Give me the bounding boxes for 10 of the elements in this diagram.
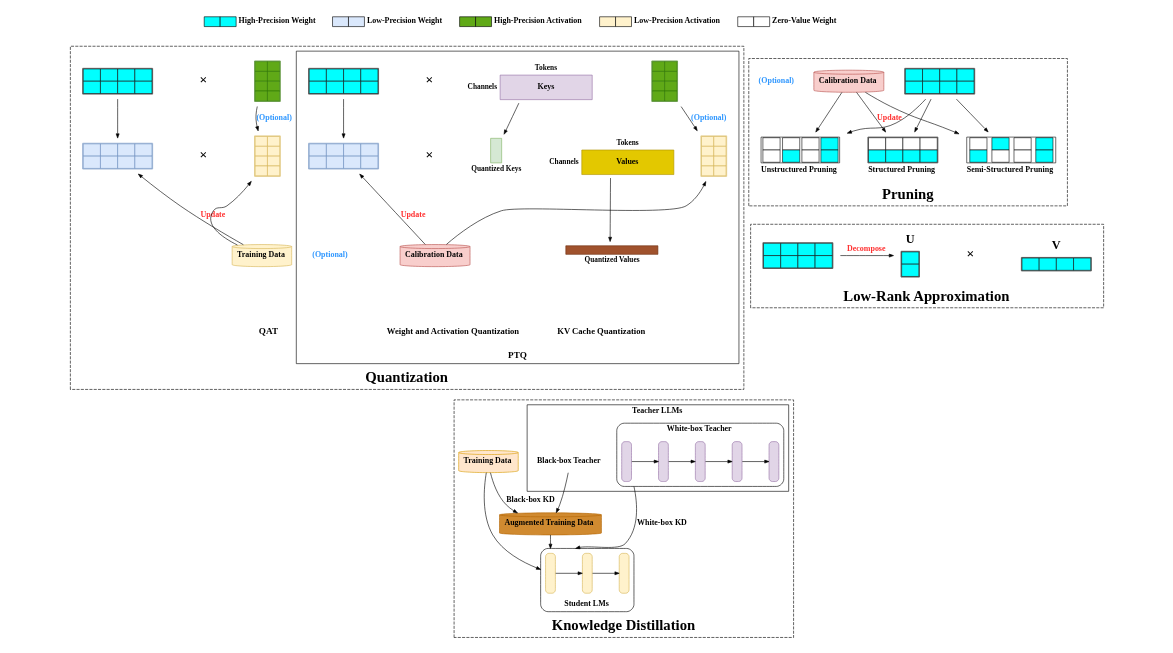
label: × — [425, 72, 433, 88]
node-label: V — [1051, 238, 1061, 253]
label: × — [965, 246, 974, 262]
label: × — [199, 72, 207, 88]
label: Weight and Activation Quantization — [386, 325, 519, 336]
label: × — [199, 146, 207, 162]
node-label: U — [905, 232, 914, 247]
label: QAT — [258, 325, 278, 336]
label: × — [425, 146, 433, 162]
label: KV Cache Quantization — [556, 325, 645, 336]
